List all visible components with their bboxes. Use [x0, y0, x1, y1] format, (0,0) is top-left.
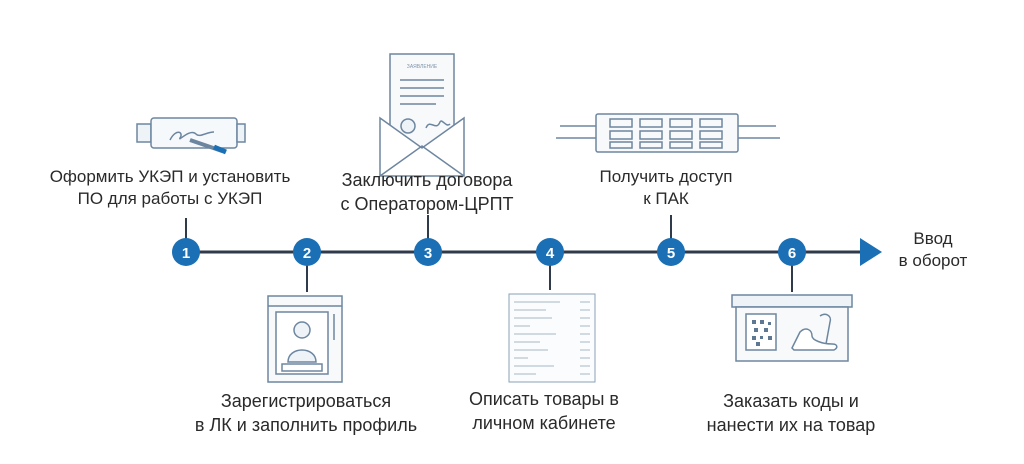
step-label-2-line-1: Зарегистрироваться — [220, 391, 392, 411]
step-label-6: Заказать коды и нанести их на товар — [707, 389, 876, 437]
end-label-line-2: в оборот — [898, 251, 968, 270]
step-label-2-line-2: в ЛК и заполнить профиль — [194, 415, 418, 435]
step-label-6-line-1: Заказать коды и — [723, 391, 859, 411]
step-label-5: Получить доступ к ПАК — [600, 166, 733, 210]
step-marker-2: 2 — [293, 238, 321, 266]
step-label-4-line-2: личном кабинете — [472, 413, 616, 433]
step-marker-3: 3 — [414, 238, 442, 266]
step-marker-5: 5 — [657, 238, 685, 266]
timeline-arrow — [860, 238, 882, 266]
step-label-5-line-1: Получить доступ — [599, 167, 733, 186]
step-number-2: 2 — [303, 245, 311, 262]
step-label-3: Заключить договора с Оператором-ЦРПТ — [340, 168, 513, 216]
step-number-3: 3 — [424, 245, 432, 262]
end-label-line-1: Ввод — [913, 229, 953, 248]
step-label-1-line-2: ПО для работы с УКЭП — [77, 189, 263, 208]
document-heading: ЗАЯВЛЕНИЕ — [407, 64, 438, 70]
step-label-3-line-2: с Оператором-ЦРПТ — [340, 194, 514, 214]
step-label-6-line-2: нанести их на товар — [706, 415, 876, 435]
product-list-icon — [508, 293, 596, 383]
envelope-document-icon: ЗАЯВЛЕНИЕ — [379, 53, 465, 177]
step-label-3-line-1: Заключить договора — [341, 170, 513, 190]
server-rack-icon — [556, 113, 780, 153]
step-number-1: 1 — [182, 245, 190, 262]
usb-token-icon — [136, 117, 246, 155]
step-label-1-line-1: Оформить УКЭП и установить — [49, 167, 291, 186]
step-label-4: Описать товары в личном кабинете — [469, 387, 619, 435]
end-label: Ввод в оборот — [893, 228, 973, 272]
step-label-1: Оформить УКЭП и установить ПО для работы… — [50, 166, 291, 210]
step-marker-1: 1 — [172, 238, 200, 266]
step-marker-4: 4 — [536, 238, 564, 266]
step-number-6: 6 — [788, 245, 796, 262]
code-shoe-box-icon — [731, 294, 853, 362]
step-marker-6: 6 — [778, 238, 806, 266]
step-number-4: 4 — [546, 245, 555, 262]
step-label-2: Зарегистрироваться в ЛК и заполнить проф… — [195, 389, 417, 437]
step-label-4-line-1: Описать товары в — [469, 389, 619, 409]
profile-window-icon — [267, 295, 343, 383]
step-number-5: 5 — [667, 245, 675, 262]
step-label-5-line-2: к ПАК — [643, 189, 689, 208]
